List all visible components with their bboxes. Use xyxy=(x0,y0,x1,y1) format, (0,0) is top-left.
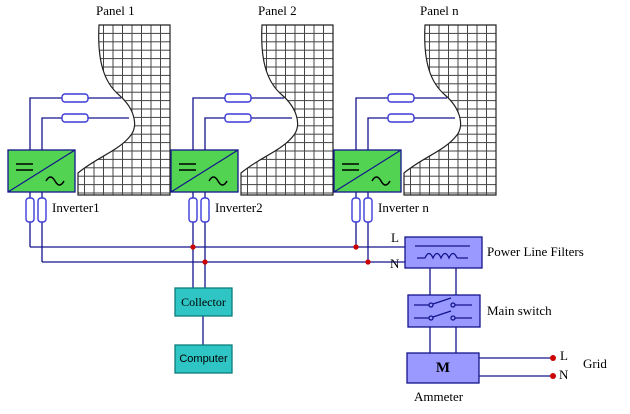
inverter-symbol xyxy=(333,149,402,193)
switch-ammeter-wires xyxy=(429,327,457,353)
bus-l-label: L xyxy=(391,230,399,245)
dc-fuses xyxy=(351,93,415,223)
unit-wiring xyxy=(29,97,129,262)
solar-panel-graphic xyxy=(240,24,334,196)
pv-unit-2 xyxy=(170,24,334,262)
bus-wiring xyxy=(30,246,553,377)
main-switch-box xyxy=(407,294,481,328)
collector-caption: Collector xyxy=(181,295,226,309)
ammeter-symbol: M xyxy=(435,359,451,376)
bus-n-label: N xyxy=(390,256,400,271)
inverter-1-label: Inverter1 xyxy=(52,200,100,215)
ammeter-grid-wires xyxy=(479,357,553,377)
grid-l-label: L xyxy=(560,348,568,363)
inverter-symbol xyxy=(7,149,76,193)
grid-l-terminal-dot xyxy=(550,355,556,361)
computer-caption: Computer xyxy=(179,352,228,365)
pv-unit-1 xyxy=(7,24,171,262)
grid-n-label: N xyxy=(559,367,569,382)
solar-panel-graphic xyxy=(77,24,171,196)
panel-n-label: Panel n xyxy=(420,3,459,18)
inverter-n-label: Inverter n xyxy=(378,200,429,215)
inverter-2-label: Inverter2 xyxy=(215,200,263,215)
junction-dots xyxy=(190,244,556,379)
computer-box xyxy=(174,344,233,374)
inverter-symbol xyxy=(170,149,239,193)
ammeter-box xyxy=(406,352,480,384)
dc-fuses xyxy=(25,93,89,223)
dc-fuses xyxy=(188,93,252,223)
solar-panel-graphic xyxy=(403,24,497,196)
main-switch-label: Main switch xyxy=(487,303,552,318)
filter-switch-wires xyxy=(429,268,457,295)
power-line-filters-label: Power Line Filters xyxy=(487,244,584,259)
unit-wiring xyxy=(192,97,292,262)
pv-unit-n xyxy=(333,24,497,262)
collector-box xyxy=(174,287,233,317)
filter-symbol xyxy=(415,245,470,260)
collector-tap-wires xyxy=(192,247,206,288)
panel-1-label: Panel 1 xyxy=(96,3,135,18)
power-line-filter-box xyxy=(404,236,483,269)
ammeter-label: Ammeter xyxy=(414,389,464,404)
switch-symbol xyxy=(414,297,472,321)
grid-n-terminal-dot xyxy=(550,373,556,379)
grid-label: Grid xyxy=(583,356,607,371)
panel-2-label: Panel 2 xyxy=(258,3,297,18)
unit-wiring xyxy=(355,97,455,262)
